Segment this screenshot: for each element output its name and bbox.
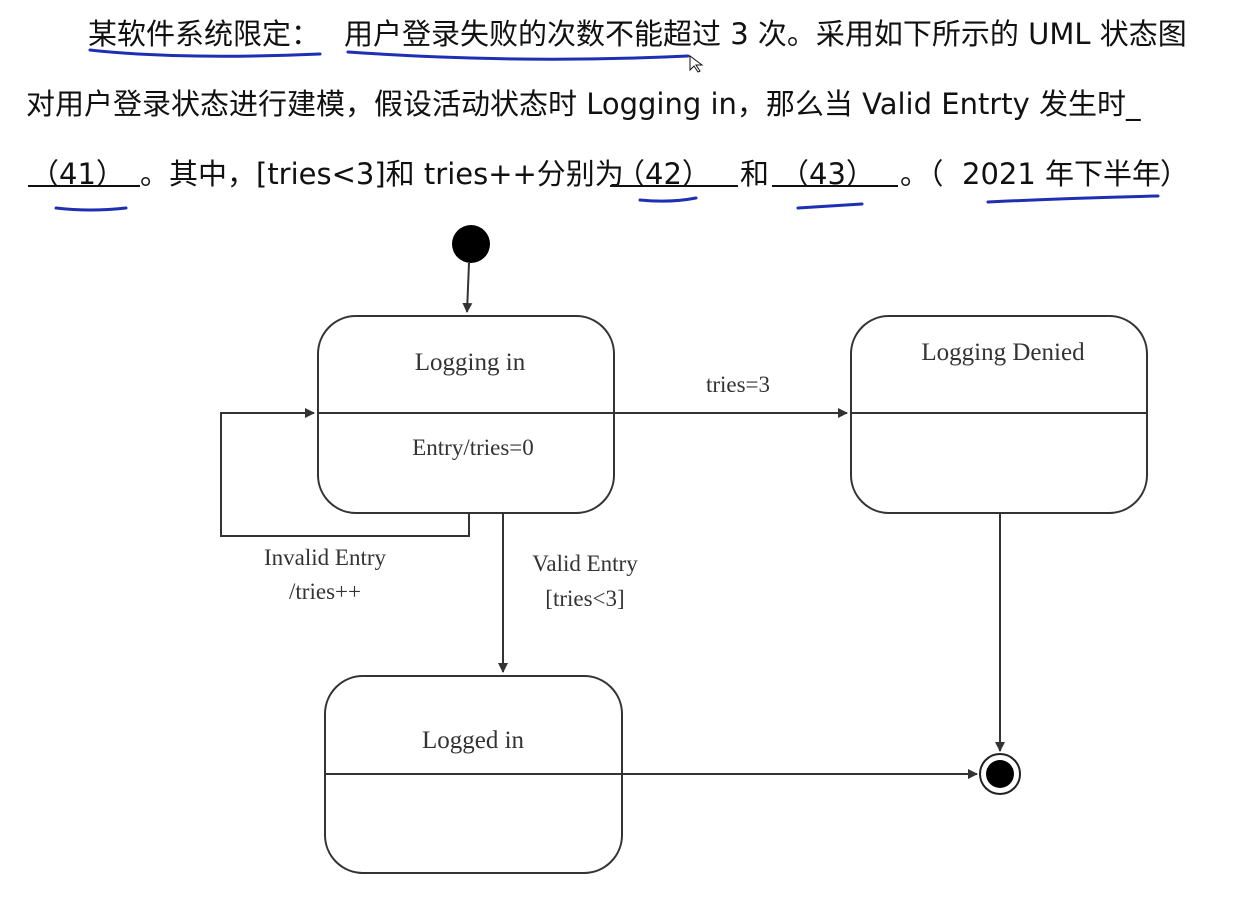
transition-invalid-entry-loop: [220, 408, 470, 537]
question-line3-a: 。其中，[tries<3]和 tries++分别为: [140, 157, 624, 191]
year-label: 2021 年下半年: [962, 157, 1162, 191]
state-logged-in-name: Logged in: [422, 727, 525, 754]
state-logging-in-name: Logging in: [415, 349, 526, 376]
question-line2-text: 对用户登录状态进行建模，假设活动状态时 Logging in，那么当 Valid…: [26, 87, 1141, 121]
state-logging-denied: Logging Denied: [850, 315, 1148, 514]
question-line1-indent: 某软件系统限定：: [88, 17, 321, 51]
state-logging-in-activity: Entry/tries=0: [412, 435, 534, 460]
transition-invalid-entry-label-1: Invalid Entry: [264, 545, 386, 570]
question-line1-rest: 用户登录失败的次数不能超过 3 次。采用如下所示的 UML 状态图: [344, 17, 1187, 51]
final-state-node: [979, 753, 1021, 795]
transition-tries-eq-3-label: tries=3: [706, 372, 770, 397]
state-logged-in: Logged in: [324, 675, 623, 874]
question-line3-c: 。（: [900, 157, 944, 191]
initial-state-node: [452, 225, 490, 263]
pen-underline-2: [346, 50, 690, 61]
transition-valid-entry-label-1: Valid Entry: [532, 551, 638, 576]
question-line-1: 某软件系统限定： 用户登录失败的次数不能超过 3 次。采用如下所示的 UML 状…: [0, 8, 1251, 60]
mouse-cursor-icon: [689, 55, 704, 73]
question-line3-end: ）: [1160, 157, 1190, 191]
initial-transition-arrow: [462, 262, 473, 313]
transition-valid-entry-label-2: [tries<3]: [545, 586, 624, 611]
pen-underline-1: [88, 48, 322, 58]
state-logging-in-box: [317, 315, 615, 514]
pen-underline-43: [796, 202, 864, 210]
pen-underline-41: [54, 206, 128, 212]
pen-underline-year: [986, 194, 1160, 204]
transition-invalid-entry-label-2: /tries++: [289, 579, 361, 604]
pen-underline-42: [638, 196, 698, 203]
state-logging-in: Logging in Entry/tries=0: [317, 315, 615, 514]
final-state-dot: [986, 760, 1014, 788]
state-logging-denied-name: Logging Denied: [921, 339, 1085, 366]
question-line-2: 对用户登录状态进行建模，假设活动状态时 Logging in，那么当 Valid…: [0, 78, 1251, 130]
question-line3-b: 和: [740, 157, 770, 191]
